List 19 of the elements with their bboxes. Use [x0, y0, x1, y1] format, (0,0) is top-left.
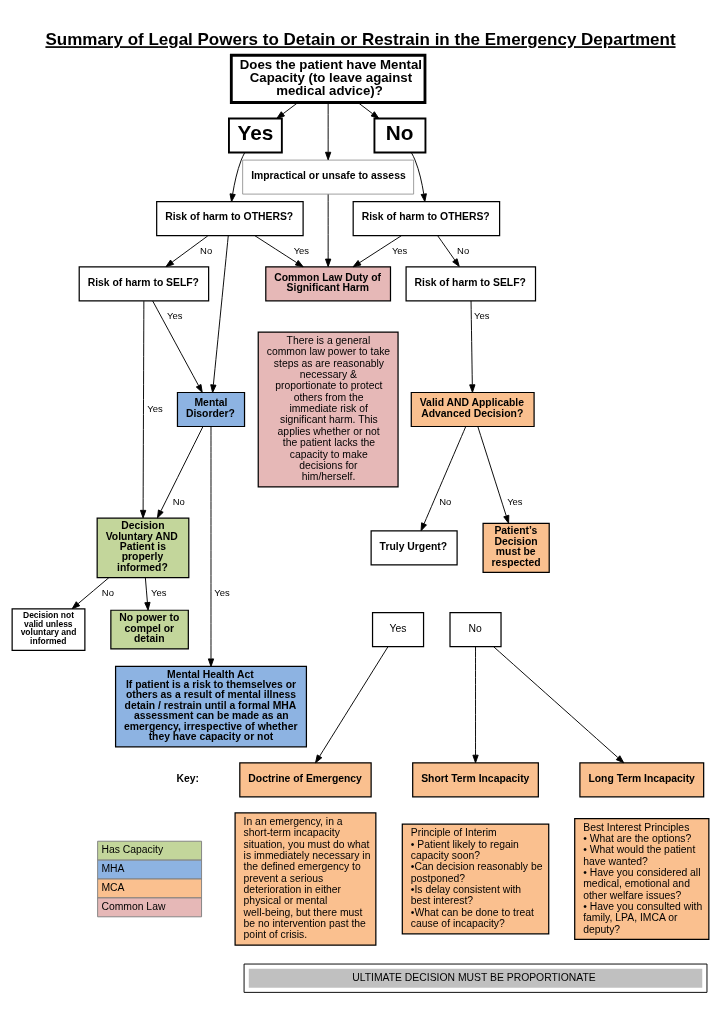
edge-label: Yes: [147, 403, 163, 415]
edge-label: Yes: [507, 496, 523, 508]
legend-label: MHA: [101, 863, 125, 875]
legend-label: MCA: [101, 882, 125, 894]
edge-label: Yes: [474, 310, 490, 322]
diagram-title: Summary of Legal Powers to Detain or Restrain in the Emergency Department: [45, 30, 676, 50]
edge-label: Yes: [151, 587, 167, 599]
edge-label: No: [457, 245, 470, 257]
edge-label: Yes: [167, 310, 183, 322]
legend-label: Has Capacity: [101, 844, 164, 856]
edge-label: No: [439, 496, 452, 508]
label: Key:: [176, 772, 200, 784]
legend-label: Common Law: [101, 901, 166, 913]
edge-label: No: [172, 496, 185, 508]
edge-label: No: [101, 587, 114, 599]
edge-label: Yes: [214, 587, 230, 599]
edge-label: Yes: [391, 245, 408, 257]
edge-label: No: [200, 245, 213, 257]
edge-label: Yes: [293, 245, 310, 257]
